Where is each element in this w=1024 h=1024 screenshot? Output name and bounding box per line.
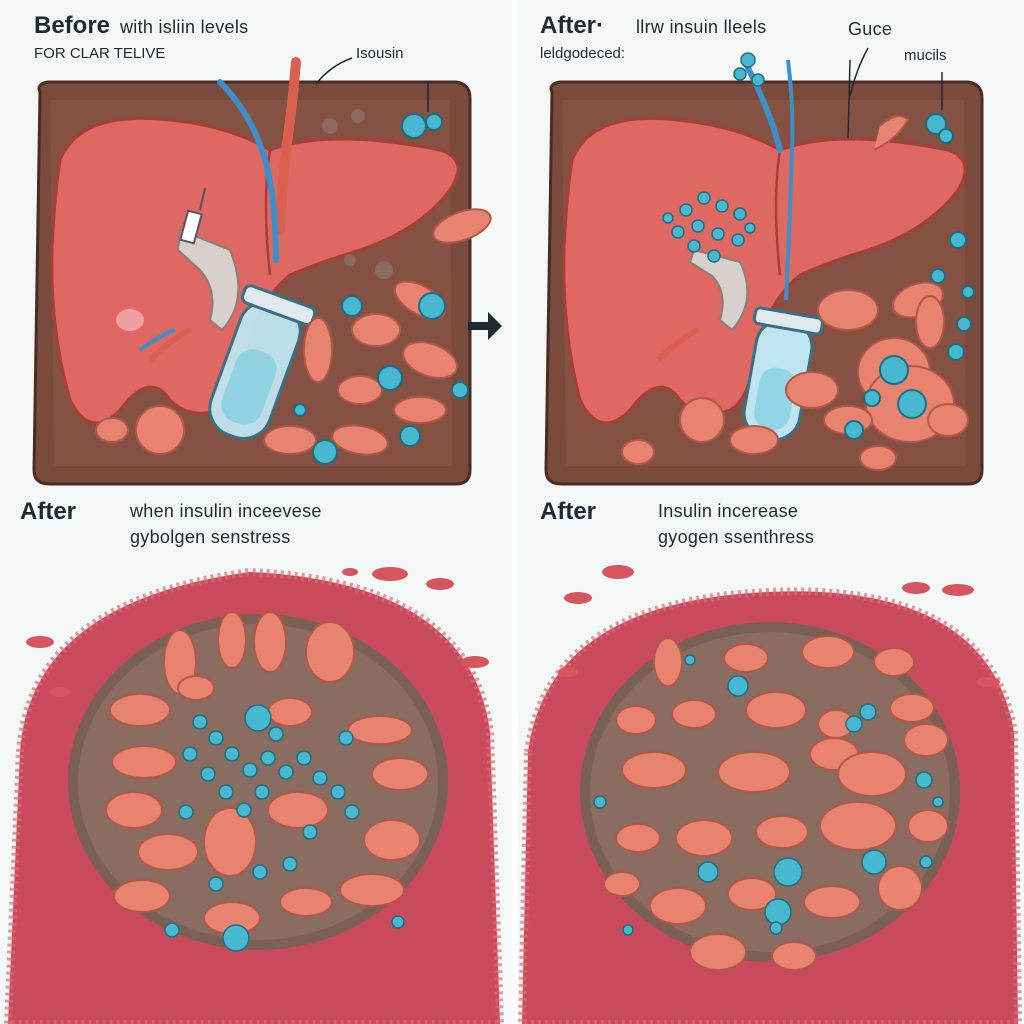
arrow-right-icon: [468, 312, 502, 340]
panel-before: Before with isliin levels FOR CLAR TELIV…: [0, 0, 512, 492]
after-low-subtitle-2: leldgodeced:: [540, 45, 626, 62]
panel-divider-horizontal: [0, 490, 1024, 494]
after-low-annotation-glucose: Guce: [848, 19, 893, 39]
after-low-annotation-muscles: mucils: [904, 47, 947, 64]
before-liver-illustration: [32, 57, 492, 486]
glycogen-synthesis-illustration-1: [3, 567, 505, 1024]
panel-after-low-insulin: After· llrw insuin lleels leldgodeced: G…: [518, 0, 1024, 492]
panel-divider-vertical: [512, 0, 518, 1024]
after-liver-illustration: [544, 47, 984, 486]
panel-after-insulin-increase-2: After Insulin incerease gyogen ssenthres…: [518, 492, 1024, 1024]
after-1-subtitle-2: gybolgen senstress: [130, 527, 291, 547]
after-2-title: After: [540, 498, 597, 525]
glycogen-synthesis-illustration-2: [518, 565, 1023, 1024]
after-2-subtitle-1: Insulin incerease: [658, 501, 799, 521]
after-2-subtitle-2: gyogen ssenthress: [658, 527, 815, 547]
after-1-title: After: [20, 498, 77, 525]
after-low-subtitle-1: llrw insuin lleels: [636, 17, 767, 37]
before-subtitle-1: with isliin levels: [120, 17, 249, 37]
after-low-title: After·: [540, 12, 604, 39]
after-1-subtitle-1: when insulin inceevese: [130, 501, 322, 521]
syringe-icon: [179, 187, 206, 245]
panel-after-insulin-increase-1: After when insulin inceevese gybolgen se…: [0, 492, 512, 1024]
before-title: Before: [34, 12, 111, 39]
before-annotation: Isousin: [356, 45, 404, 62]
insulin-vial-icon: [208, 284, 317, 440]
before-subtitle-2: FOR CLAR TELIVE: [34, 45, 166, 62]
